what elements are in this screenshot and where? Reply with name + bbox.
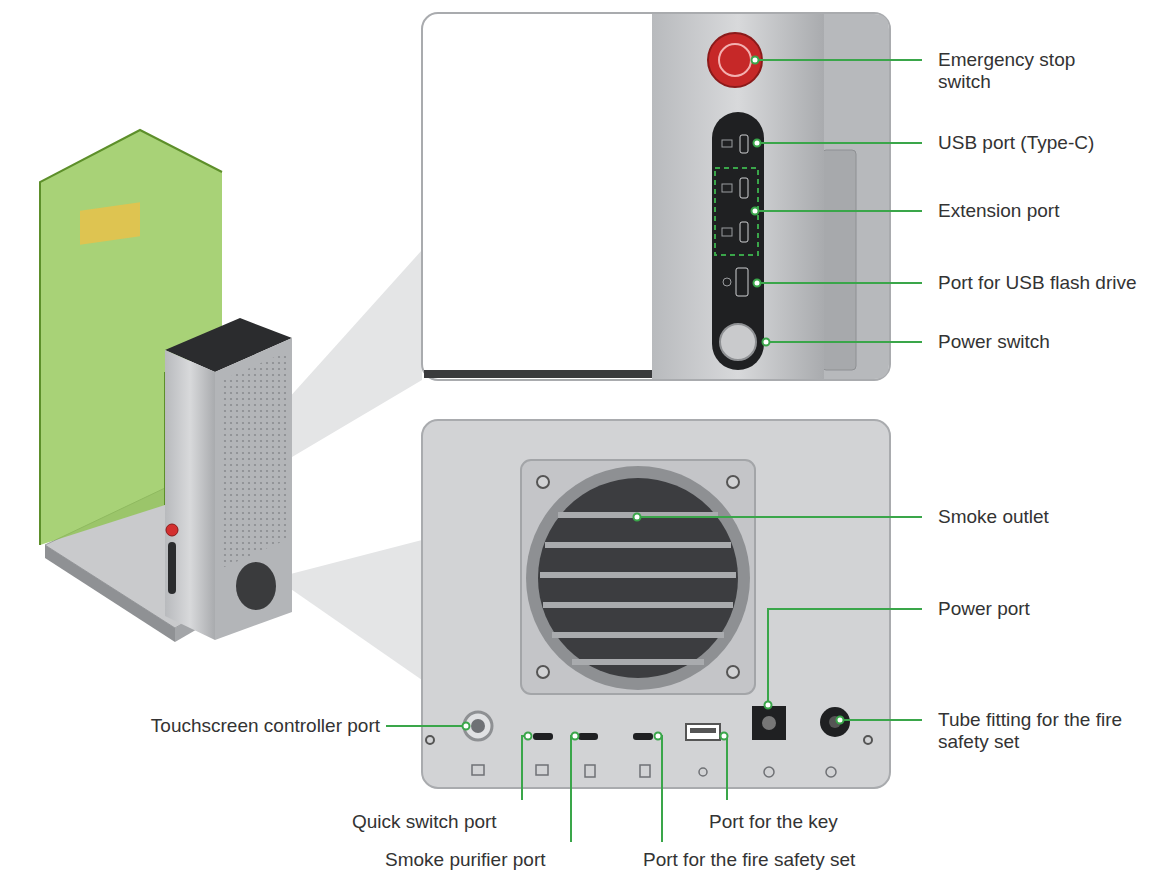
part-label: Power port <box>938 598 1030 620</box>
part-label: Quick switch port <box>352 811 497 833</box>
part-label: USB port (Type-C) <box>938 132 1094 154</box>
part-label: Extension port <box>938 200 1059 222</box>
part-label: Power switch <box>938 331 1050 353</box>
part-label: Touchscreen controller port <box>151 715 380 737</box>
part-label: Emergency stop switch <box>938 49 1128 93</box>
part-label: Tube fitting for the fire safety set <box>938 709 1153 753</box>
part-label: Smoke outlet <box>938 506 1049 528</box>
part-label: Port for the key <box>709 811 838 833</box>
part-label: Port for the fire safety set <box>643 849 855 871</box>
part-label: Smoke purifier port <box>385 849 546 871</box>
part-label: Port for USB flash drive <box>938 272 1138 294</box>
